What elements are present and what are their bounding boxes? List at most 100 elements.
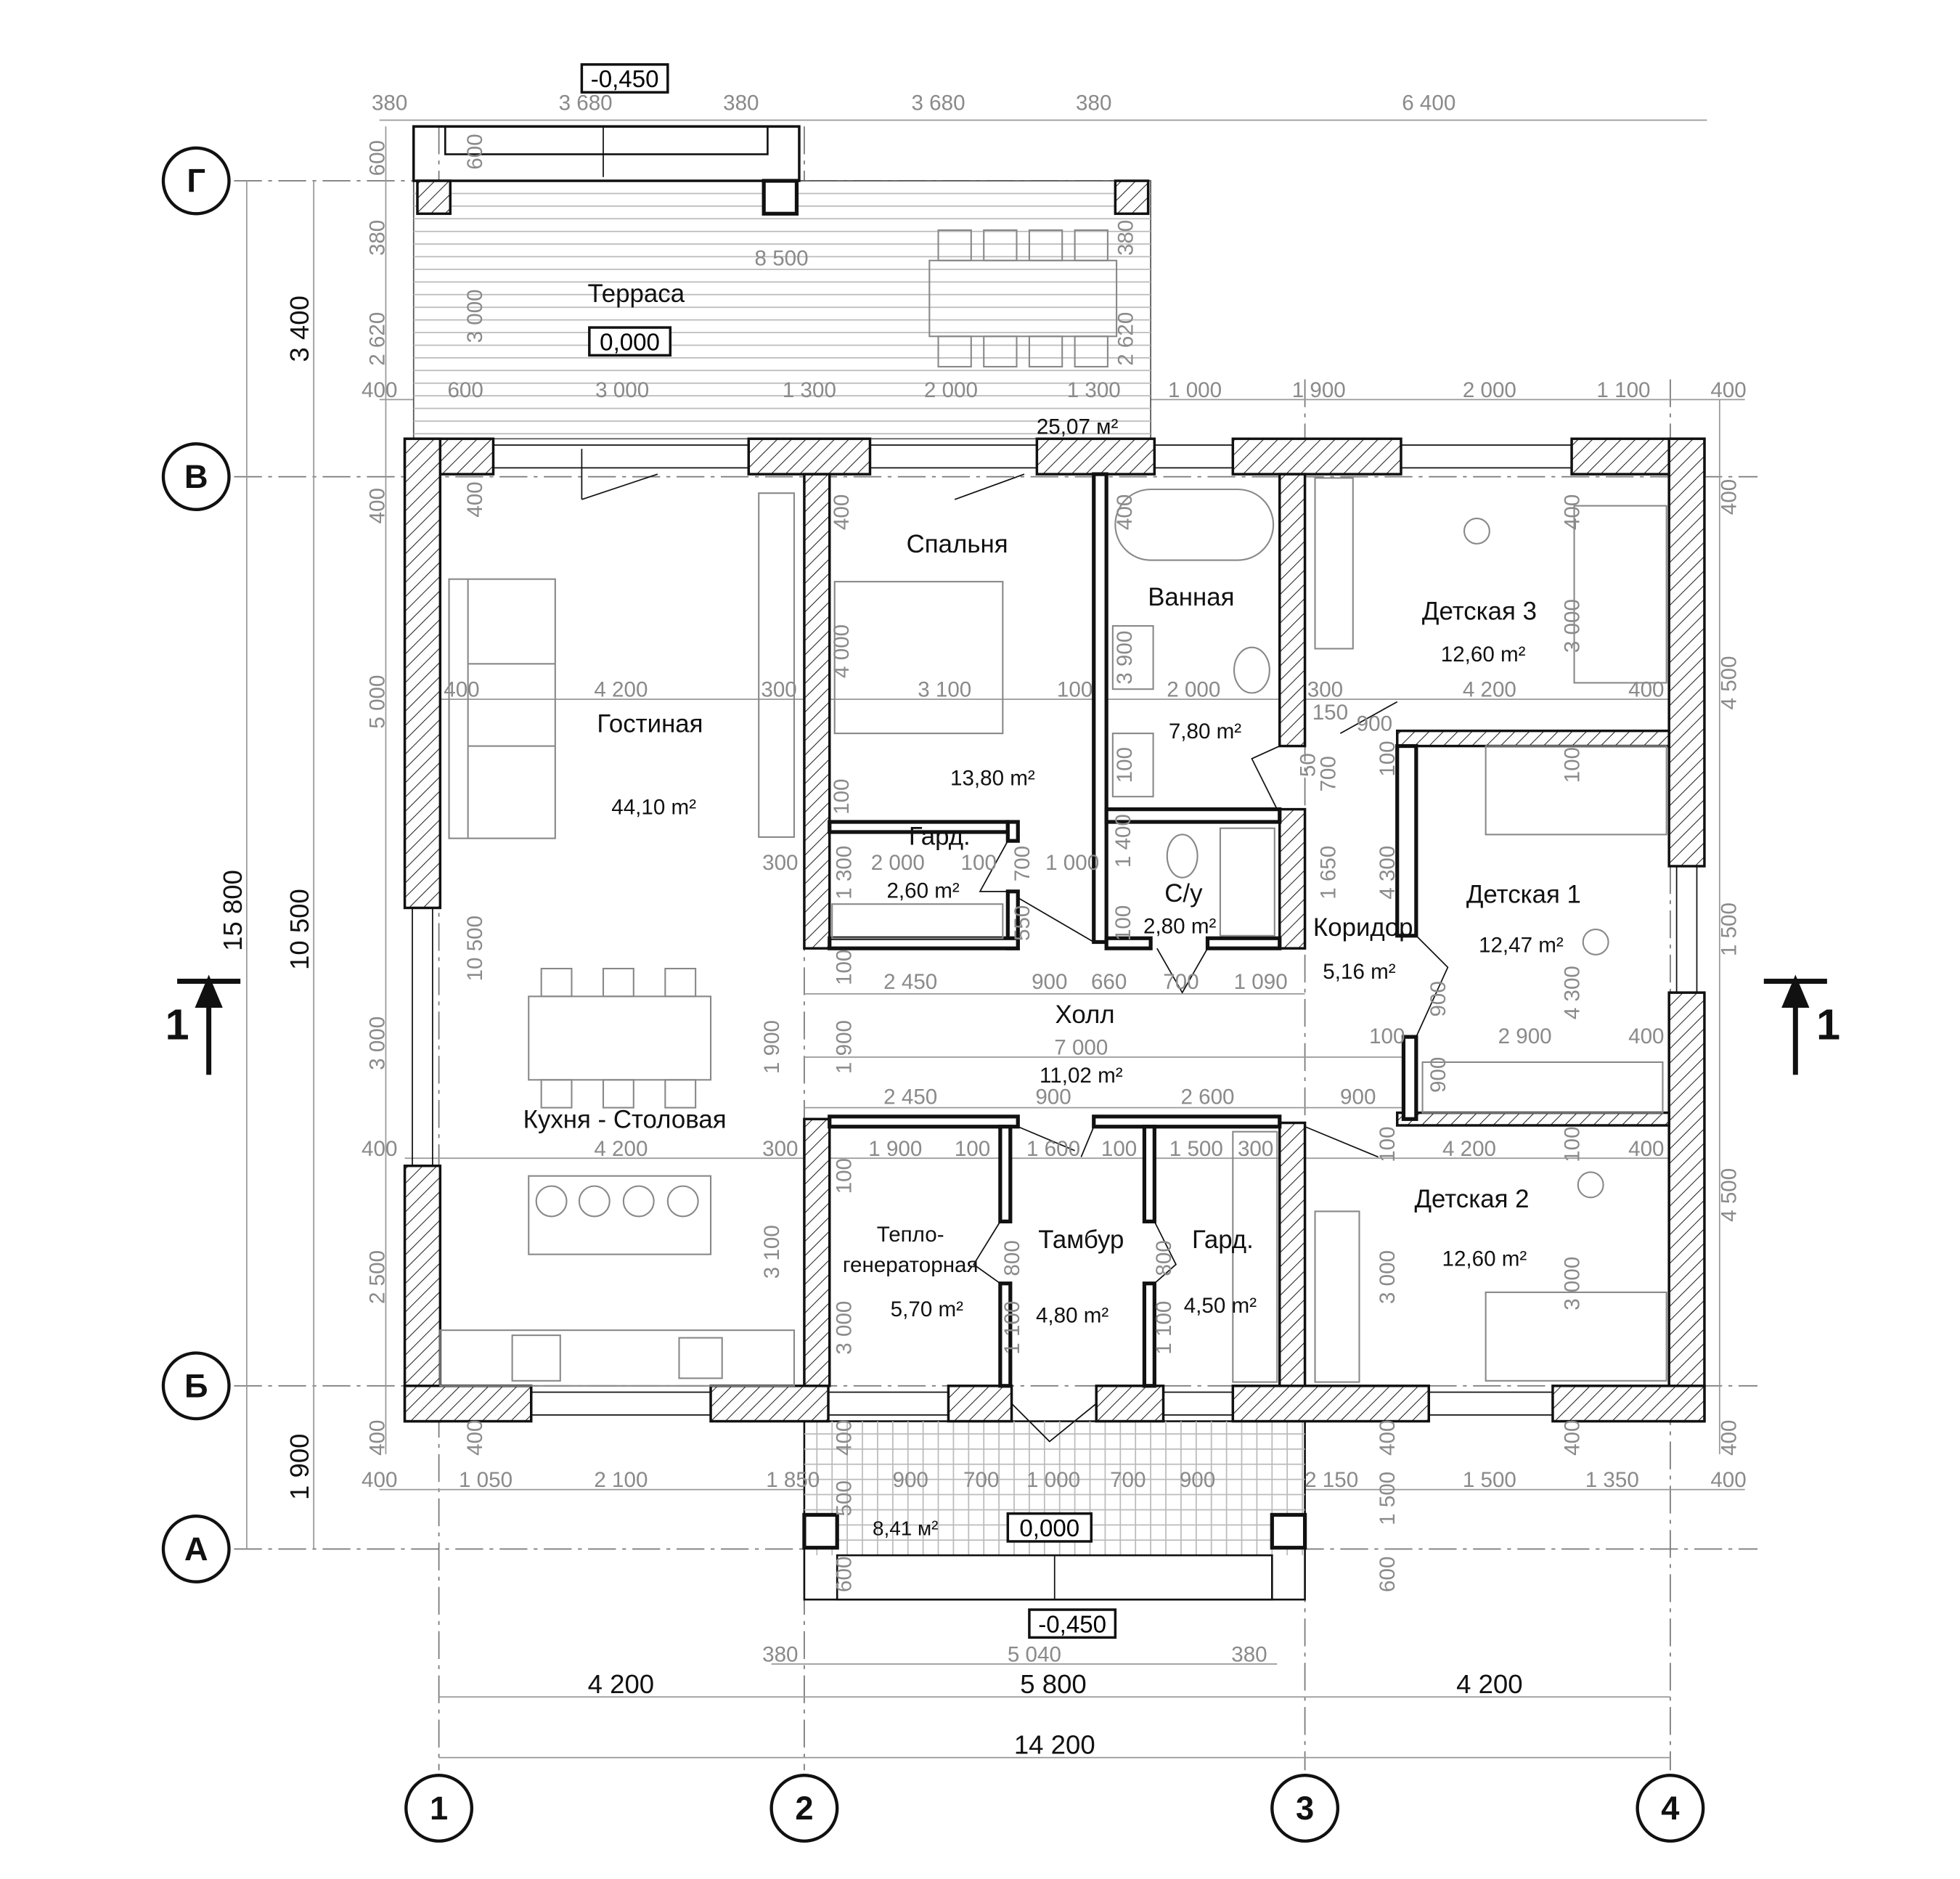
- dimension-label: 100: [1376, 1126, 1400, 1162]
- section-mark-left: 1: [166, 1000, 189, 1049]
- dimension-label: 380: [1076, 91, 1111, 115]
- dimension-label: 100: [1369, 1024, 1405, 1048]
- dimension-label: 5 040: [1008, 1642, 1061, 1666]
- dimension-label: 1 500: [1169, 1137, 1223, 1161]
- dimension-label: 400: [1717, 1419, 1741, 1455]
- dimension-label: 3 680: [911, 91, 965, 115]
- dimension-label: 1 300: [1067, 378, 1121, 402]
- dimension-label: 400: [366, 1419, 390, 1455]
- axis-label-col-3: 3: [1296, 1790, 1314, 1827]
- axis-label-row-g: Г: [187, 163, 205, 200]
- dimension-label: 1 500: [1717, 902, 1741, 956]
- dimension-label: 3 000: [832, 1301, 856, 1355]
- dimension-label: 400: [1717, 479, 1741, 515]
- dimension-label: 100: [1113, 747, 1137, 783]
- dimension-label: 700: [1110, 1468, 1146, 1492]
- room-name-hall: Холл: [1055, 1000, 1115, 1029]
- dimension-label: 900: [1180, 1468, 1215, 1492]
- dimension-label: 380: [366, 220, 390, 256]
- dining-table: [528, 995, 712, 1081]
- room-area-bathroom: 7,80 m²: [1169, 720, 1241, 743]
- dimension-label: 380: [372, 91, 407, 115]
- dimension-label: 2 000: [1167, 678, 1220, 702]
- kitchen-island: [528, 1175, 712, 1255]
- shower-tray: [1219, 827, 1275, 937]
- dimension-label: 4 200: [594, 678, 648, 702]
- dimension-label: 400: [366, 488, 390, 523]
- level-terrace-top: -0,450: [591, 66, 659, 93]
- dim-14200: 14 200: [1014, 1730, 1095, 1760]
- dimension-label: 3 000: [1376, 1250, 1400, 1304]
- dimension-label: 400: [362, 378, 397, 402]
- room-area-wardrobe2: 4,50 m²: [1184, 1294, 1257, 1318]
- room-area-corridor: 5,16 m²: [1323, 960, 1395, 984]
- kitchen-counter: [439, 1329, 796, 1387]
- dimension-label: 400: [1628, 1024, 1664, 1048]
- level-mark-frames: [580, 63, 1117, 1639]
- bathtub: [1114, 488, 1275, 561]
- dimension-label: 1 090: [1234, 970, 1288, 994]
- dimension-label: 800: [1152, 1240, 1176, 1276]
- room-area-wardrobe1: 2,60 m²: [886, 879, 959, 903]
- room-name-kids1: Детская 1: [1466, 880, 1581, 908]
- dimension-label: 8 500: [755, 247, 809, 271]
- dimension-label: 2 600: [1180, 1085, 1234, 1109]
- dimension-label: 380: [762, 1642, 798, 1666]
- dimension-label: 400: [1628, 1137, 1664, 1161]
- dimension-label: 400: [830, 494, 854, 530]
- dimension-label: 1 100: [1000, 1301, 1024, 1355]
- dimension-label: 550: [1010, 905, 1034, 941]
- room-area-kids2: 12,60 m²: [1442, 1247, 1527, 1271]
- stove: [511, 1334, 561, 1382]
- dimension-label: 2 620: [1114, 312, 1138, 366]
- dimension-label: 100: [832, 950, 856, 985]
- doors: [581, 449, 1449, 1443]
- dimension-label: 4 000: [830, 624, 854, 678]
- axis-label-row-b: Б: [184, 1367, 208, 1404]
- double-bed: [833, 581, 1004, 735]
- dimension-label: 2 000: [871, 851, 925, 875]
- furniture: [439, 477, 1667, 1387]
- dimension-label: 700: [1316, 756, 1340, 791]
- dimension-label: 3 000: [463, 289, 487, 343]
- dimension-label: 600: [832, 1557, 856, 1592]
- room-name-bathroom: Ванная: [1148, 583, 1234, 611]
- dimension-label: 1 000: [1168, 378, 1222, 402]
- axis-label-col-4: 4: [1661, 1790, 1679, 1827]
- room-name-wardrobe1: Гард.: [909, 822, 971, 850]
- dim-10500: 10 500: [285, 889, 314, 970]
- porch: [802, 1420, 1307, 1601]
- room-area-porch: 8,41 м²: [873, 1517, 938, 1539]
- dimension-label: 1 050: [459, 1468, 513, 1492]
- room-name-wc: С/у: [1164, 879, 1203, 908]
- dimension-label: 660: [1091, 970, 1127, 994]
- tv-stand: [758, 492, 796, 838]
- dimension-label: 400: [1561, 494, 1585, 530]
- dim-3400: 3 400: [285, 295, 314, 362]
- dimension-label: 380: [1114, 220, 1138, 256]
- dimension-label: 1 900: [868, 1137, 922, 1161]
- dimension-label: 100: [1561, 747, 1585, 783]
- dimension-label: 7 000: [1054, 1035, 1108, 1059]
- dimension-label: 300: [762, 851, 798, 875]
- room-name-terrace: Терраса: [587, 280, 685, 308]
- dimension-label: 1 100: [1596, 378, 1650, 402]
- dimension-label: 900: [1357, 712, 1392, 736]
- dimension-label: 100: [1111, 905, 1135, 941]
- dimension-label: 1 300: [832, 846, 856, 900]
- room-area-vestibule: 4,80 m²: [1036, 1304, 1108, 1328]
- dimension-label: 3 000: [366, 1016, 390, 1070]
- section-mark-right: 1: [1816, 1000, 1840, 1049]
- dimension-label: 1 500: [1376, 1472, 1400, 1525]
- room-area-boiler: 5,70 m²: [891, 1297, 963, 1321]
- dimension-label: 100: [832, 1158, 856, 1194]
- terrace-dining-table: [928, 229, 1118, 368]
- level-porch-bottom: -0,450: [1038, 1611, 1106, 1638]
- dimension-label: 1 850: [766, 1468, 820, 1492]
- dimension-label: 1 000: [1026, 1468, 1080, 1492]
- axis-label-col-1: 1: [430, 1790, 448, 1827]
- dimension-label: 500: [832, 1480, 856, 1516]
- dimension-label: 900: [893, 1468, 928, 1492]
